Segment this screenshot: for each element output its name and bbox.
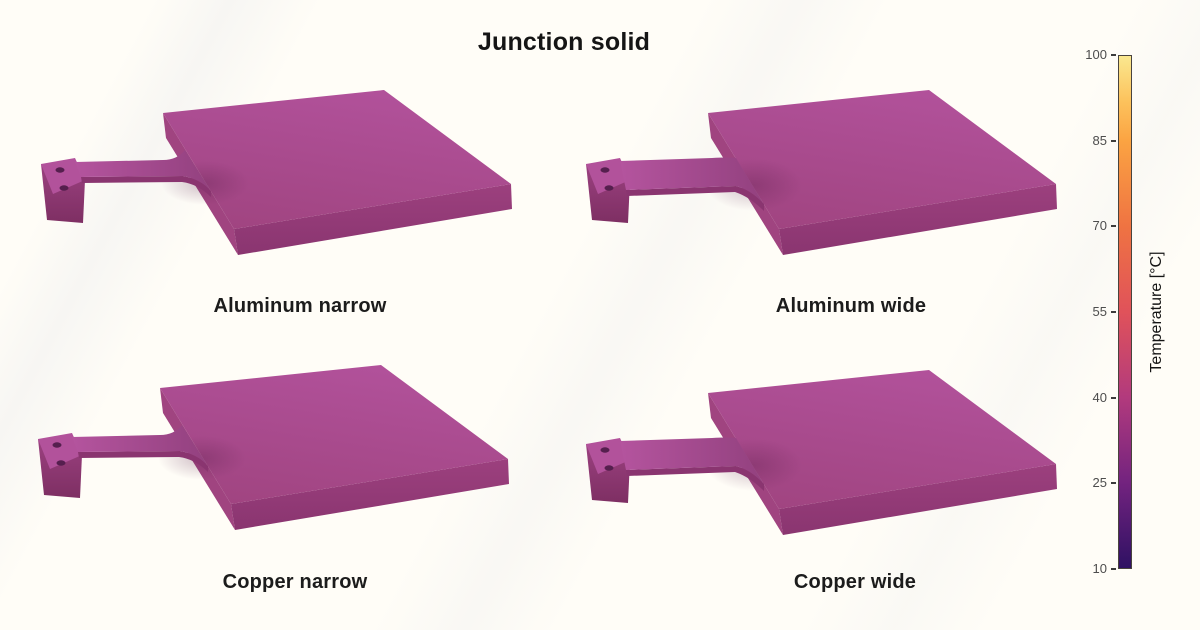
subplot-label-aluminum-wide: Aluminum wide xyxy=(775,295,927,317)
colorbar-tick-mark xyxy=(1111,139,1116,142)
colorbar-tick-label: 70 xyxy=(1092,218,1107,234)
figure-title: Junction solid xyxy=(477,28,651,56)
colorbar-tick-mark xyxy=(1111,54,1116,56)
colorbar-tick-label: 10 xyxy=(1092,561,1107,576)
colorbar-tick-mark xyxy=(1111,396,1116,399)
colorbar-tick-mark xyxy=(1111,568,1116,570)
subplot-label-aluminum-narrow: Aluminum narrow xyxy=(213,295,387,317)
colorbar-tick-mark xyxy=(1111,225,1116,228)
subplot-label-copper-narrow: Copper narrow xyxy=(222,571,368,593)
render-copper-narrow xyxy=(38,365,509,530)
colorbar-title: Temperature [°C] xyxy=(1148,251,1165,373)
colorbar-tick-label: 85 xyxy=(1092,132,1107,148)
colorbar-tick-mark xyxy=(1111,311,1116,313)
colorbar-tick-label: 100 xyxy=(1085,47,1107,62)
colorbar-tick-label: 40 xyxy=(1092,389,1107,405)
colorbar-tick-label: 55 xyxy=(1092,304,1107,319)
colorbar-gradient xyxy=(1118,55,1132,569)
colorbar-tick-mark xyxy=(1111,482,1116,485)
render-aluminum-wide xyxy=(586,90,1057,255)
subplot-label-copper-wide: Copper wide xyxy=(793,571,917,593)
colorbar-ticks: 100 85 70 55 40 25 10 xyxy=(1056,47,1116,576)
render-copper-wide xyxy=(586,370,1057,535)
render-aluminum-narrow xyxy=(41,90,512,255)
colorbar-tick-label: 25 xyxy=(1092,475,1107,491)
